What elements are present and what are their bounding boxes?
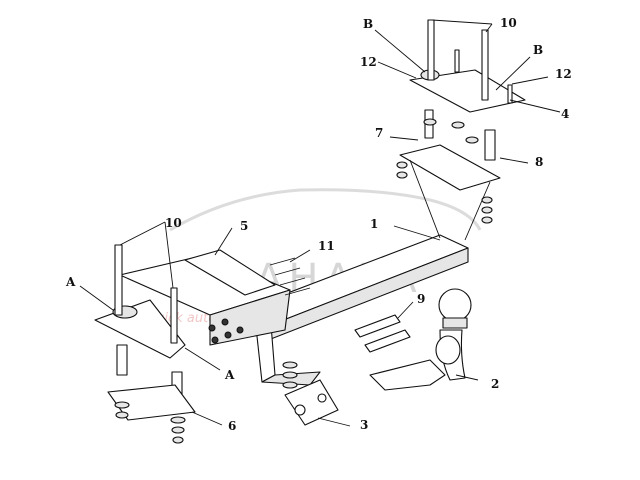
callout-7: 7: [375, 126, 383, 140]
bolt-set-11: [269, 257, 311, 296]
callout-5: 5: [240, 219, 248, 233]
callout-10-left: 10: [165, 216, 182, 230]
callout-9: 9: [417, 292, 425, 306]
callout-12-left: 12: [360, 55, 377, 69]
callout-3: 3: [360, 418, 368, 432]
callout-4: 4: [561, 107, 569, 121]
callout-labels: 1 2 3 4 5 6 7 8 9 10 10 11 12 12 A A B B: [65, 16, 572, 433]
hitch-plate: [282, 361, 339, 426]
tow-ball: [369, 288, 472, 391]
watermark-car-outline-icon: [169, 188, 482, 232]
leader-lines: [79, 19, 561, 427]
callout-10-top: 10: [500, 16, 517, 30]
callout-6: 6: [228, 419, 236, 433]
callout-b-left: B: [363, 17, 373, 31]
bolt-set-9: [354, 314, 411, 353]
callout-b-right: B: [533, 43, 543, 57]
left-bracket: [119, 249, 291, 346]
callout-2: 2: [491, 377, 499, 391]
callout-1: 1: [370, 217, 378, 231]
right-lower-plate: [396, 144, 501, 241]
callout-8: 8: [535, 155, 543, 169]
right-top-bracket: [409, 19, 526, 161]
callout-a-bottom: A: [224, 368, 235, 382]
callout-11: 11: [318, 239, 335, 253]
callout-12-right: 12: [555, 67, 572, 81]
left-mounting-plate: [94, 244, 196, 444]
callout-a-left: A: [65, 275, 76, 289]
